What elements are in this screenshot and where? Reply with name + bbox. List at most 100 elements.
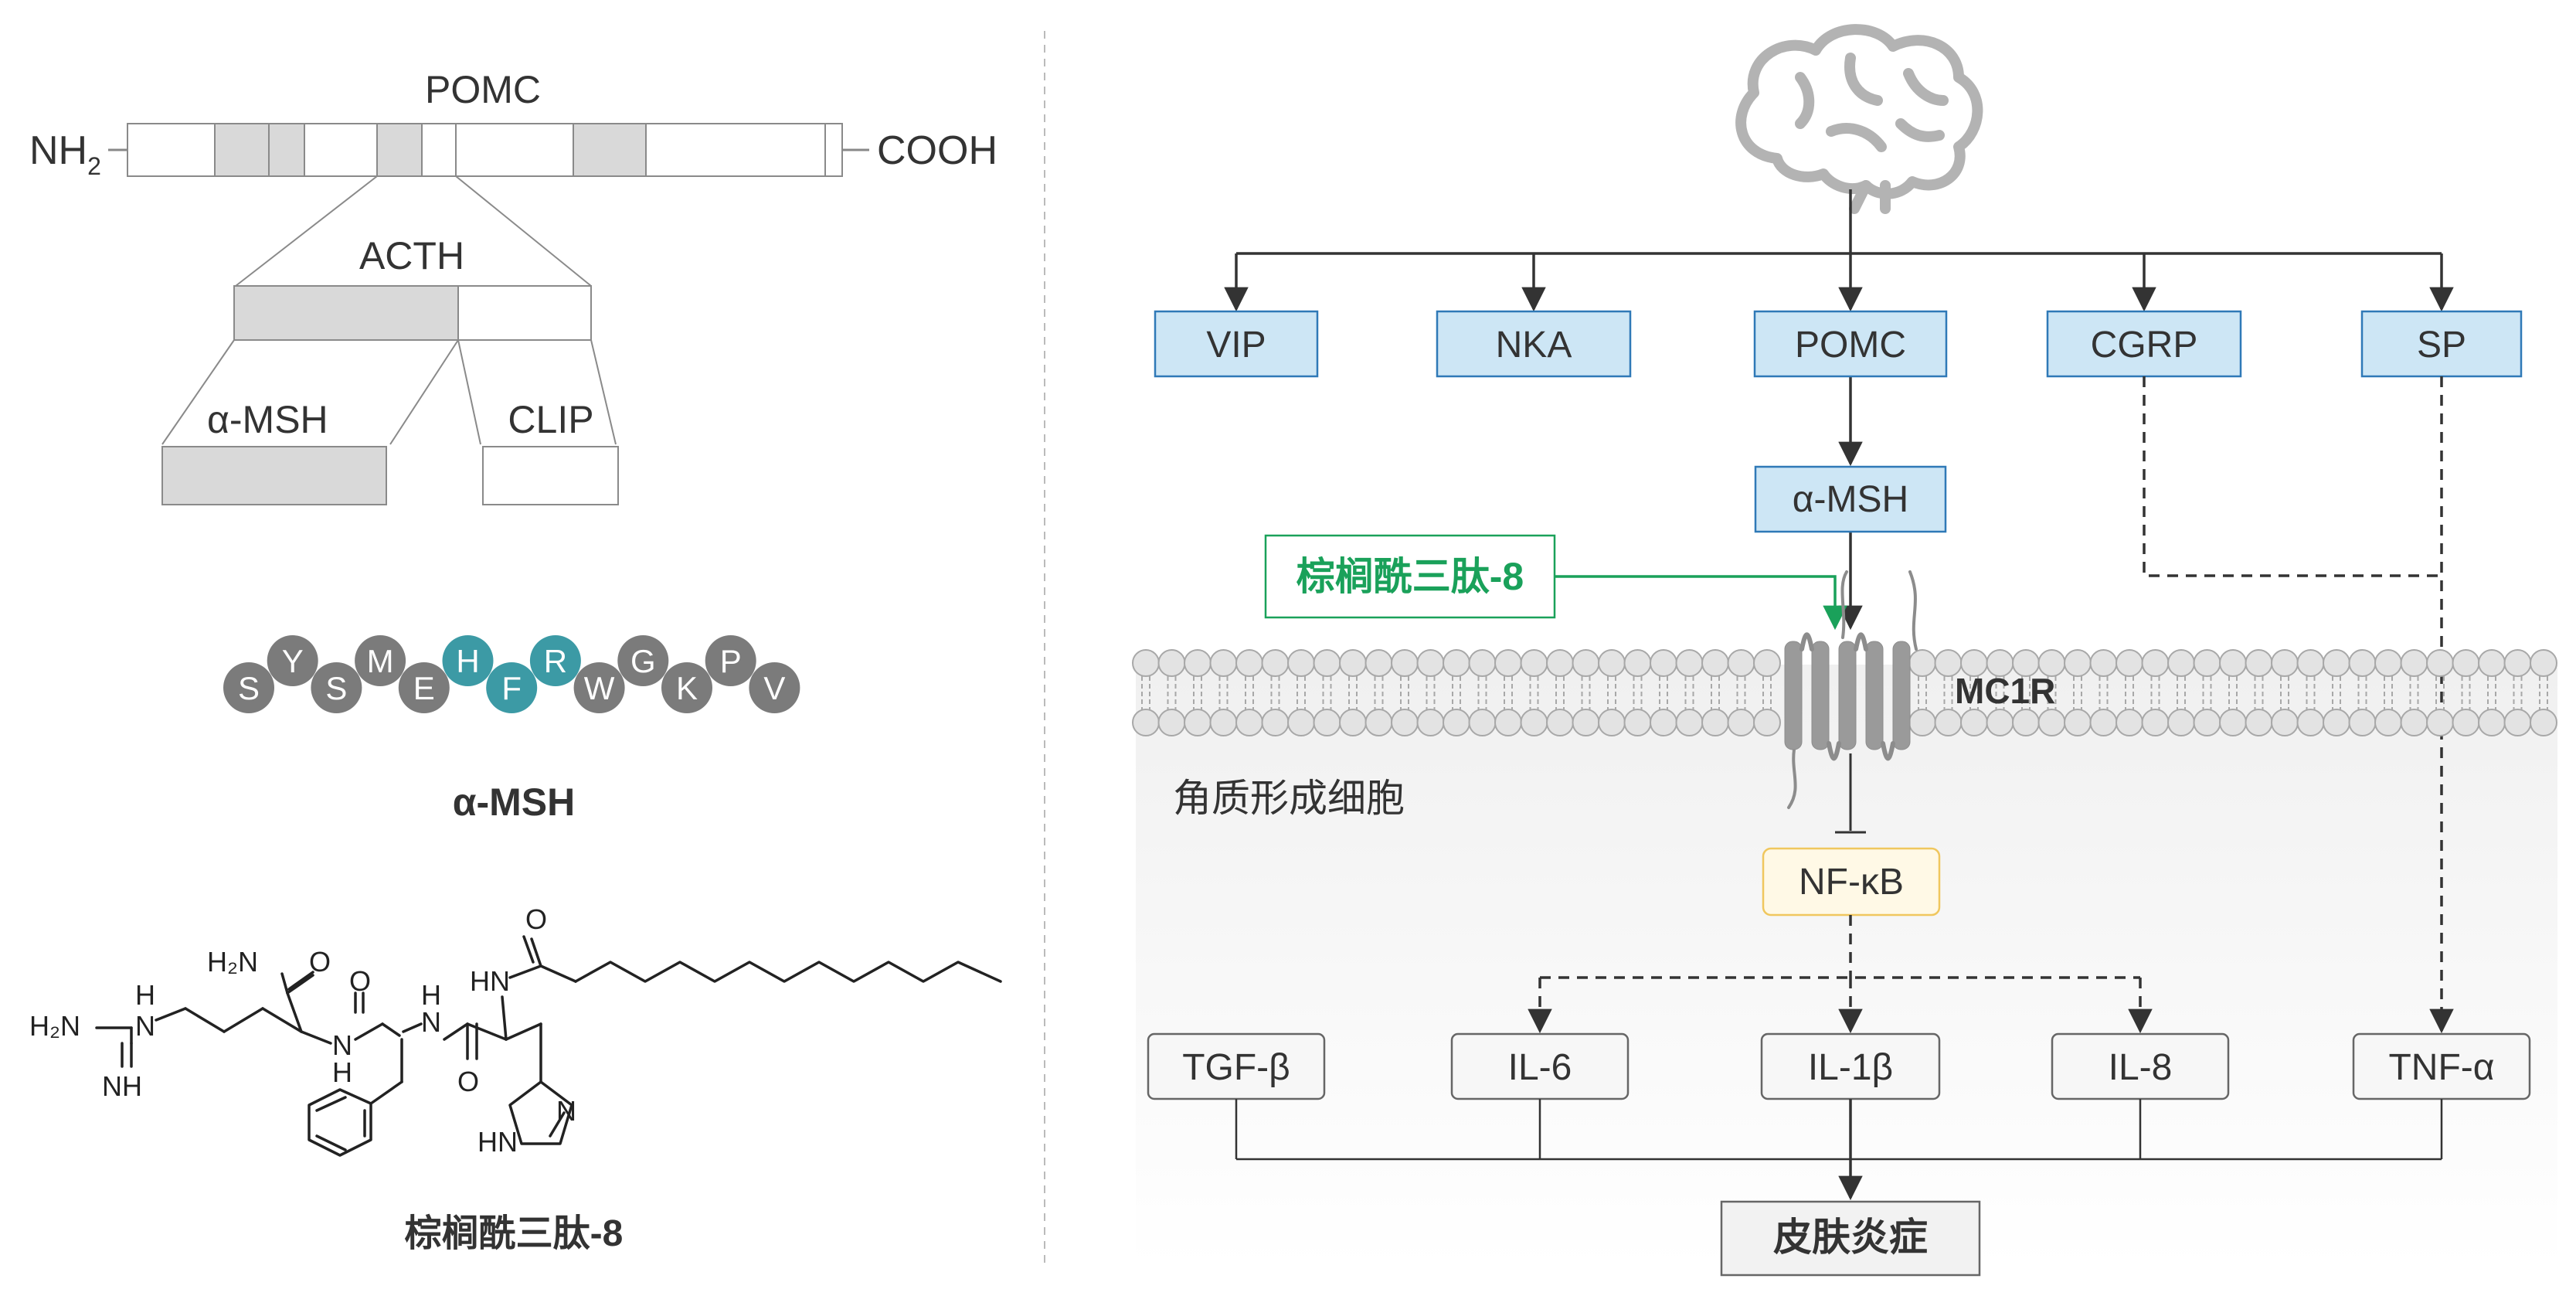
lipid-pair bbox=[2426, 649, 2454, 736]
lipid-pair bbox=[2245, 649, 2273, 736]
peptide-residue: H bbox=[442, 635, 494, 686]
svg-text:H: H bbox=[421, 979, 441, 1011]
lipid-pair bbox=[1494, 649, 1522, 736]
lipid-pair bbox=[1960, 649, 1988, 736]
mediator-box-nka: NKA bbox=[1436, 310, 1632, 378]
mediator-box-label: NKA bbox=[1496, 325, 1572, 366]
cell-membrane bbox=[1132, 649, 2557, 736]
keratinocyte-cell-area bbox=[1136, 665, 2557, 1267]
expand-line bbox=[457, 339, 481, 445]
clip-label: CLIP bbox=[508, 398, 593, 441]
lipid-pair bbox=[2089, 649, 2118, 736]
outcome-label: 皮肤炎症 bbox=[1773, 1216, 1928, 1259]
residue-bead bbox=[223, 662, 274, 713]
cytokine-label: TGF-β bbox=[1182, 1047, 1290, 1088]
residue-bead bbox=[398, 662, 450, 713]
lipid-pair bbox=[1287, 649, 1315, 736]
residue-bead bbox=[267, 635, 318, 686]
mediator-box-label: POMC bbox=[1795, 325, 1906, 366]
lipid-pair bbox=[1623, 649, 1652, 736]
peptide-residue: V bbox=[749, 662, 800, 713]
residue-bead bbox=[661, 662, 712, 713]
expand-line bbox=[161, 339, 235, 445]
peptide-residue: S bbox=[223, 662, 274, 713]
lipid-pair bbox=[2374, 649, 2402, 736]
lipid-pair bbox=[2296, 649, 2325, 736]
mediator-box-frame bbox=[1753, 310, 1948, 378]
amsh-box bbox=[1754, 465, 1947, 533]
cytokine-box: IL-1β bbox=[1760, 1032, 1941, 1100]
lipid-pair bbox=[1727, 649, 1755, 736]
expand-line bbox=[455, 175, 592, 287]
residue-letter: G bbox=[630, 643, 656, 679]
lipid-pair bbox=[1339, 649, 1367, 736]
residue-bead bbox=[573, 662, 625, 713]
peptide-title: α-MSH bbox=[453, 781, 576, 824]
mc1r-receptor bbox=[1784, 570, 1918, 809]
cooh-label: COOH bbox=[877, 128, 997, 173]
structure-atoms: H₂N H N NH H₂N O N H O N H O HN O HN N bbox=[29, 903, 576, 1158]
amsh-fragment-bar bbox=[161, 446, 387, 505]
lipid-pair bbox=[1598, 649, 1626, 736]
lipid-pair bbox=[2141, 649, 2170, 736]
residue-bead bbox=[486, 662, 538, 713]
lipid-pair bbox=[2503, 649, 2532, 736]
expand-line bbox=[389, 339, 459, 445]
mediator-box-cgrp: CGRP bbox=[2046, 310, 2242, 378]
cytokine-label: TNF-α bbox=[2388, 1047, 2494, 1088]
lipid-pair bbox=[1416, 649, 1445, 736]
chemical-structure bbox=[95, 935, 1002, 1157]
svg-text:H: H bbox=[332, 1056, 352, 1088]
svg-text:H₂N: H₂N bbox=[207, 946, 258, 978]
residue-letter: H bbox=[456, 643, 479, 679]
svg-text:N: N bbox=[556, 1095, 576, 1127]
acth-amsh-region bbox=[233, 285, 459, 341]
lipid-pair bbox=[2400, 649, 2428, 736]
nfkb-dashed-paths bbox=[1540, 915, 2140, 979]
residue-letter: P bbox=[720, 643, 742, 679]
inhibitor-label: 棕榈酰三肽-8 bbox=[1296, 555, 1524, 598]
pomc-processing: POMC NH2 COOH ACTH α-MSH CLIP bbox=[29, 68, 997, 505]
amsh-box-label: α-MSH bbox=[1793, 479, 1908, 520]
lipid-pair bbox=[1572, 649, 1600, 736]
mediator-box-vip: VIP bbox=[1154, 310, 1319, 378]
cell-label: 角质形成细胞 bbox=[1173, 777, 1405, 820]
cytokine-box: TGF-β bbox=[1147, 1032, 1326, 1100]
mediator-box-label: SP bbox=[2417, 325, 2466, 366]
cytokine-box: IL-8 bbox=[2051, 1032, 2230, 1100]
peptide-residue: M bbox=[355, 635, 406, 686]
mediator-box-sp: SP bbox=[2360, 310, 2523, 378]
cytokine-label: IL-1β bbox=[1808, 1047, 1893, 1088]
residue-letter: E bbox=[413, 670, 435, 706]
lipid-pair bbox=[2530, 649, 2557, 736]
acth-label: ACTH bbox=[359, 234, 464, 277]
peptide-residue: P bbox=[705, 635, 756, 686]
mediator-box-label: CGRP bbox=[2091, 325, 2198, 366]
svg-text:NH: NH bbox=[102, 1070, 142, 1102]
residue-letter: S bbox=[238, 670, 260, 706]
mediator-box-label: VIP bbox=[1206, 325, 1266, 366]
svg-text:N: N bbox=[135, 1010, 155, 1042]
residue-bead bbox=[705, 635, 756, 686]
residue-bead bbox=[442, 635, 494, 686]
cytokine-label: IL-6 bbox=[1508, 1047, 1572, 1088]
mediator-box-frame bbox=[1154, 310, 1319, 378]
residue-letter: Y bbox=[282, 643, 304, 679]
nh2-label: NH2 bbox=[29, 128, 101, 180]
svg-text:H: H bbox=[135, 979, 155, 1011]
nfkb-label: NF-κB bbox=[1799, 862, 1904, 903]
structure-title: 棕榈酰三肽-8 bbox=[405, 1213, 624, 1254]
lipid-pair bbox=[1986, 649, 2014, 736]
expand-line bbox=[235, 175, 378, 287]
residue-letter: W bbox=[584, 670, 615, 706]
lipid-pair bbox=[2478, 649, 2506, 736]
cytokine-arrows bbox=[1528, 978, 2454, 1034]
cytokine-box: TNF-α bbox=[2352, 1032, 2531, 1100]
lipid-pair bbox=[2271, 649, 2299, 736]
svg-text:O: O bbox=[309, 946, 331, 978]
svg-text:O: O bbox=[525, 903, 547, 935]
lipid-pair bbox=[2167, 649, 2195, 736]
pomc-segment-3 bbox=[376, 123, 423, 177]
